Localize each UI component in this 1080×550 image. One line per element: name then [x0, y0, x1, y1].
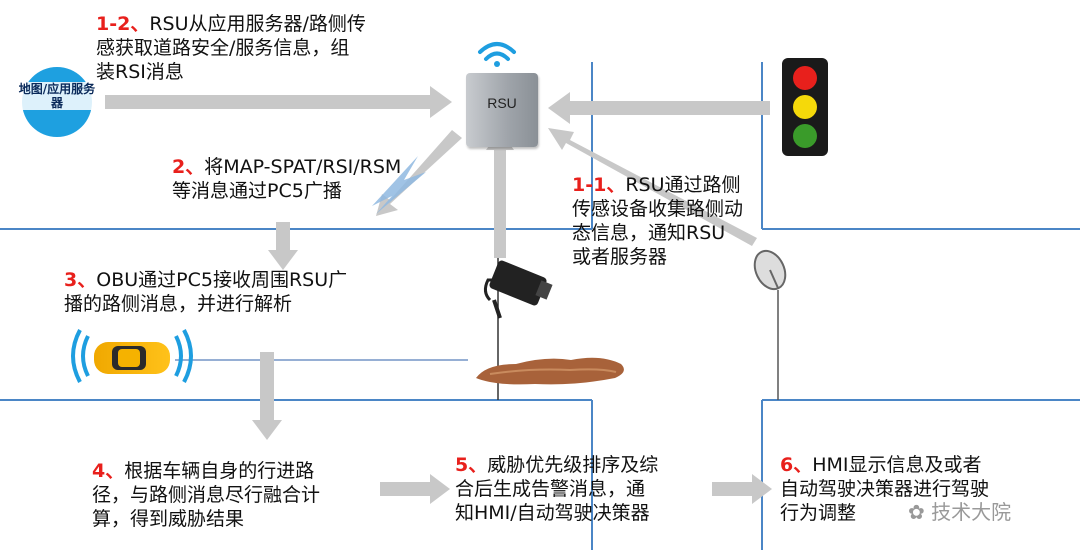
- map-server-label: 地图/应用服务器: [14, 82, 100, 110]
- step-3-text: 3、OBU通过PC5接收周围RSU广 播的路侧消息，并进行解析: [64, 269, 348, 315]
- rsu-device: RSU: [466, 73, 538, 147]
- arrow-step5-to-step6: [712, 474, 772, 504]
- arrow-radar-to-rsu: [548, 128, 757, 246]
- road-lines: [0, 62, 1080, 550]
- road-obstacle-icon: [476, 357, 624, 385]
- arrow-broadcast-to-obu: [268, 222, 298, 270]
- step-1-2-text: 1-2、RSU从应用服务器/路侧传 感获取道路安全/服务信息，组 装RSI消息: [96, 13, 366, 83]
- step-2-text: 2、将MAP-SPAT/RSI/RSM 等消息通过PC5广播: [172, 156, 402, 202]
- arrow-light-to-rsu: [548, 92, 770, 124]
- lightning-icon: [372, 156, 426, 214]
- step-5-text: 5、威胁优先级排序及综 合后生成告警消息，通 知HMI/自动驾驶决策器: [455, 454, 659, 524]
- arrow-obu-to-step4: [252, 352, 282, 440]
- rsu-label: RSU: [487, 95, 517, 111]
- radar-icon: [753, 249, 787, 400]
- step-4-text: 4、根据车辆自身的行进路 径，与路侧消息尽行融合计 算，得到威胁结果: [92, 460, 321, 530]
- arrow-camera-to-rsu: [486, 130, 514, 258]
- camera-icon: [483, 260, 553, 319]
- wechat-icon: ✿: [908, 500, 932, 524]
- step-1-1-text: 1-1、RSU通过路侧 传感设备收集路侧动 态信息，通知RSU 或者服务器: [572, 174, 744, 268]
- arrow-step4-to-step5: [380, 474, 450, 504]
- arrow-map-to-rsu: [105, 86, 452, 118]
- wifi-icon: [478, 42, 516, 67]
- traffic-light-icon: [782, 58, 828, 156]
- watermark: ✿ 技术大院: [908, 500, 1012, 524]
- car-icon: [71, 329, 193, 383]
- step-6-text: 6、HMI显示信息及或者 自动驾驶决策器进行驾驶 行为调整: [780, 454, 990, 524]
